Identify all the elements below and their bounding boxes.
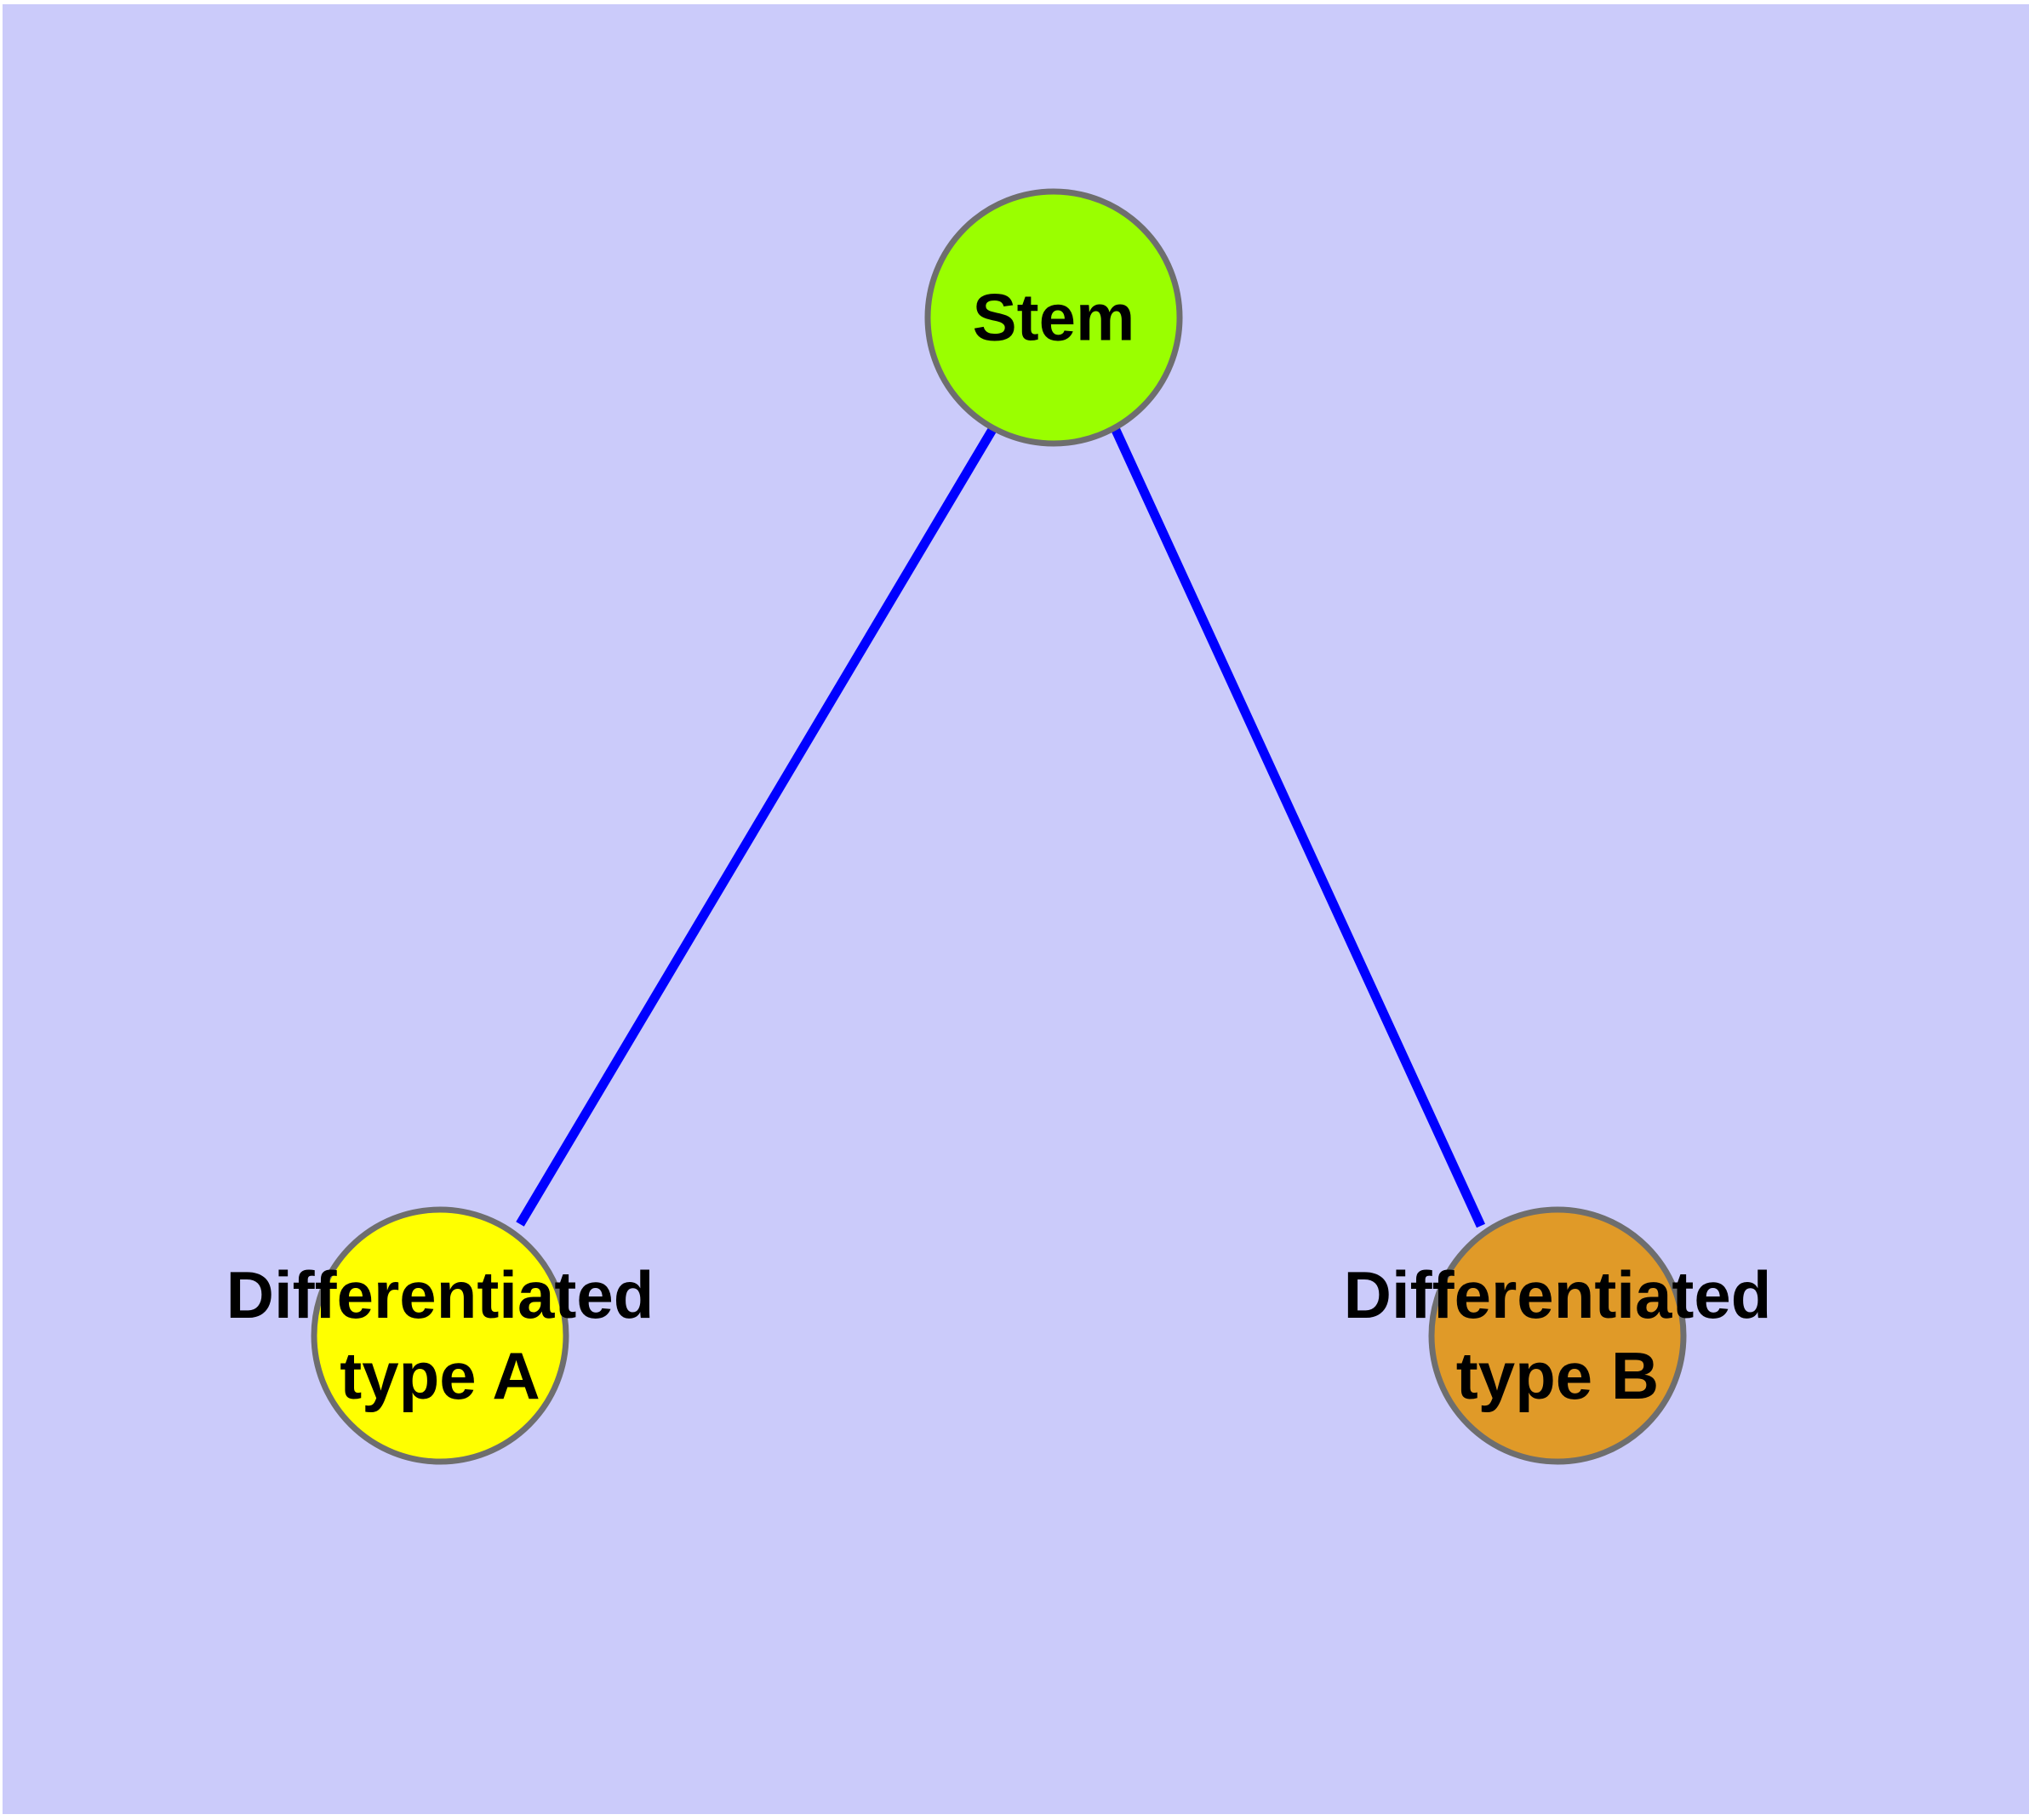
node-differentiated-type-a-label-line2: type A (340, 1338, 540, 1413)
edge-stem-to-differentiated-type-b (1111, 426, 1485, 1228)
edge-group (516, 426, 1485, 1228)
node-differentiated-type-a-circle[interactable] (311, 1206, 569, 1465)
edge-stem-to-differentiated-type-a (516, 426, 997, 1227)
node-differentiated-type-a[interactable]: Differentiated type A (226, 1206, 654, 1465)
node-differentiated-type-b-label-line2: type B (1456, 1338, 1659, 1413)
node-differentiated-type-b-label-line1: Differentiated (1344, 1257, 1772, 1332)
node-differentiated-type-b-circle[interactable] (1428, 1206, 1687, 1465)
node-differentiated-type-a-label-line1: Differentiated (226, 1257, 654, 1332)
node-stem-circle[interactable] (924, 188, 1183, 447)
node-stem-label: Stem (973, 280, 1135, 355)
node-stem[interactable]: Stem (924, 188, 1183, 447)
node-differentiated-type-b[interactable]: Differentiated type B (1344, 1206, 1772, 1465)
